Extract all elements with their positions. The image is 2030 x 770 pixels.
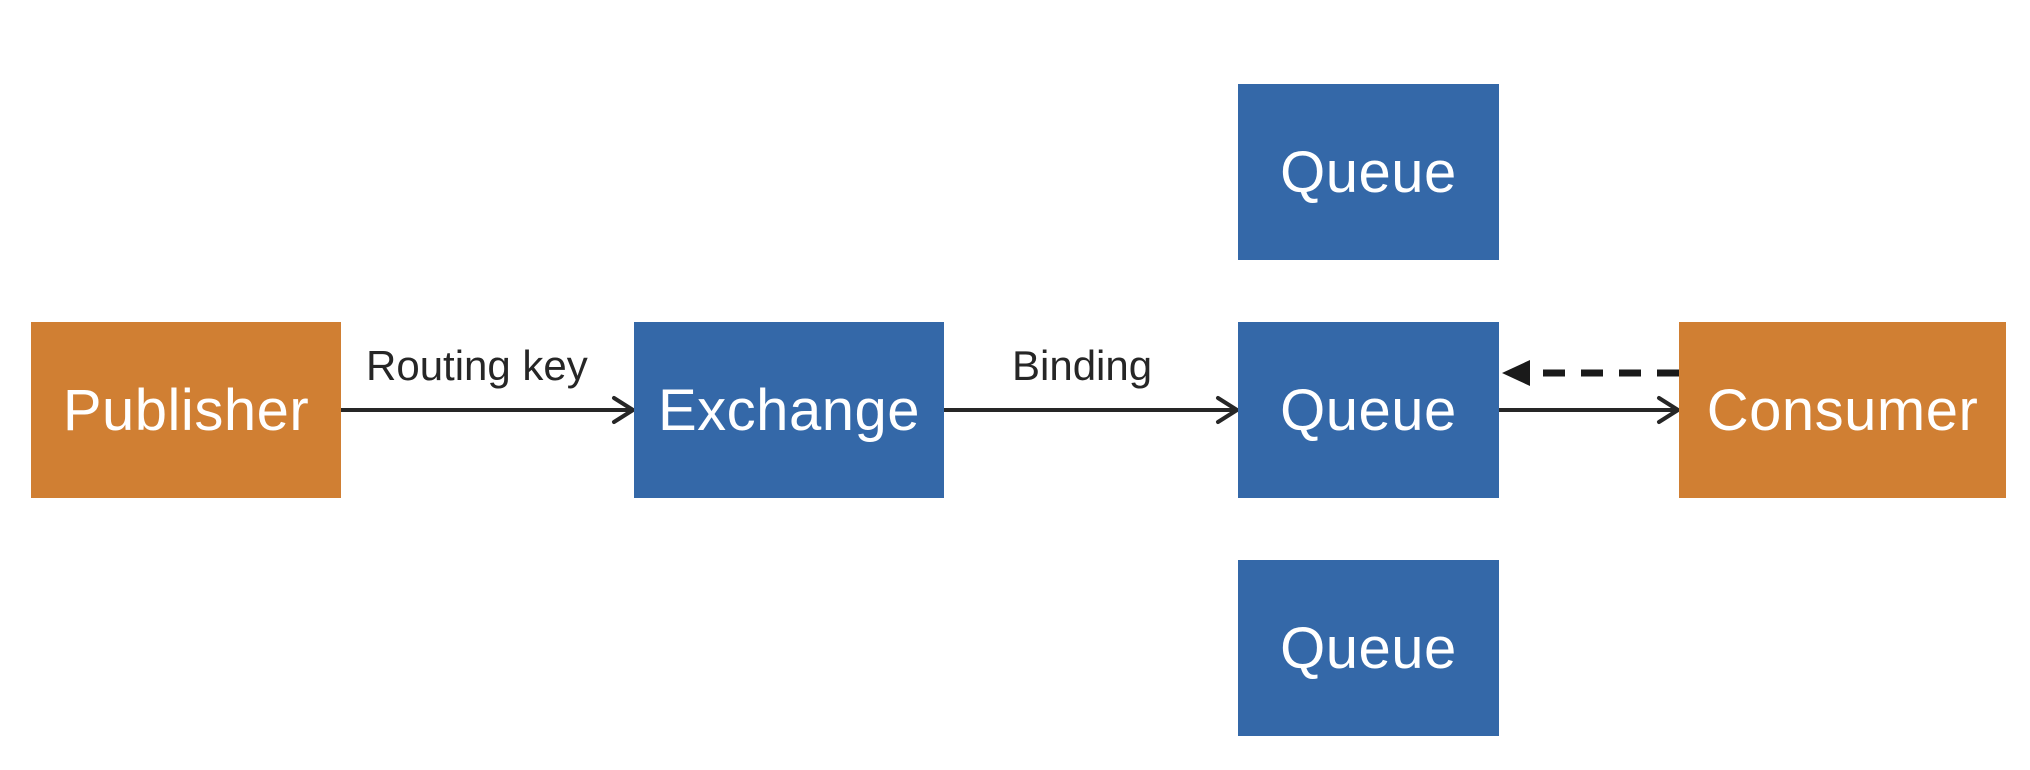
routing-key-label: Routing key xyxy=(366,342,588,389)
exchange-node: Exchange xyxy=(634,322,944,498)
consumer-node: Consumer xyxy=(1679,322,2006,498)
edge-consumer-to-queue-dashed-arrow xyxy=(1502,360,1679,386)
edge-queue-to-consumer-arrow xyxy=(1499,396,1680,424)
exchange-label: Exchange xyxy=(658,377,920,443)
queue-middle-node: Queue xyxy=(1238,322,1499,498)
queue-top-node: Queue xyxy=(1238,84,1499,260)
queue-bottom-label: Queue xyxy=(1280,615,1457,681)
edge-routing-key-arrow xyxy=(341,396,635,424)
consumer-label: Consumer xyxy=(1706,377,1979,443)
queue-bottom-node: Queue xyxy=(1238,560,1499,736)
edge-binding-arrow xyxy=(944,396,1239,424)
queue-top-label: Queue xyxy=(1280,139,1457,205)
queue-middle-label: Queue xyxy=(1280,377,1457,443)
publisher-node: Publisher xyxy=(31,322,341,498)
publisher-label: Publisher xyxy=(62,377,310,443)
binding-label: Binding xyxy=(1012,342,1153,389)
